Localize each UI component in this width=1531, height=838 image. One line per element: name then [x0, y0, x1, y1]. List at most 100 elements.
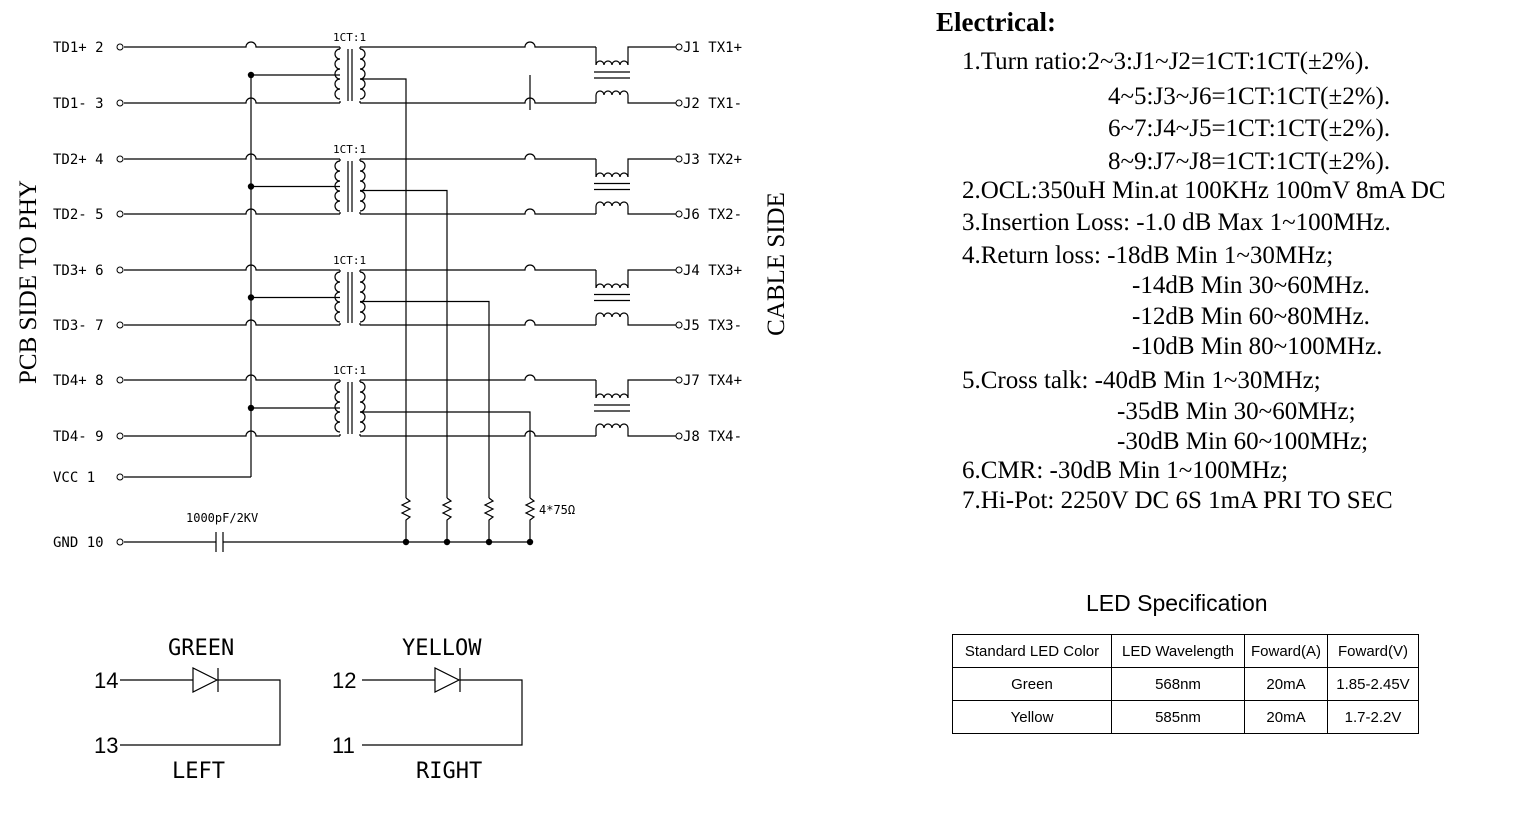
pin-terminal: [675, 266, 683, 274]
transformer-coil: [359, 271, 366, 323]
transformer-coil: [359, 48, 366, 100]
wire: [627, 269, 676, 288]
pin-label-left: VCC 1: [53, 470, 95, 486]
junction-dot: [247, 183, 255, 190]
table-cell: 1.85-2.45V: [1327, 667, 1419, 701]
choke-coil: [595, 312, 629, 318]
led-left-circuit: GREEN 14 13 LEFT: [94, 636, 281, 784]
electrical-spec-line: -30dB Min 60~100MHz;: [1117, 428, 1369, 455]
pin-label-right: J1 TX1+: [683, 40, 742, 56]
wire: [360, 411, 531, 498]
pin-terminal: [675, 43, 683, 51]
led-right-side: RIGHT: [416, 759, 482, 784]
diode-green-icon: [192, 667, 219, 693]
pin-label-right: J5 TX3-: [683, 318, 742, 334]
electrical-spec-line: 2.OCL:350uH Min.at 100KHz 100mV 8mA DC: [962, 177, 1446, 204]
choke-coil: [595, 393, 629, 399]
transformer-ratio-label: 1CT:1: [333, 364, 366, 377]
wire: [360, 300, 490, 498]
wire: [627, 428, 676, 437]
electrical-spec-line: -14dB Min 30~60MHz.: [1132, 272, 1370, 299]
electrical-specs: Electrical:: [936, 6, 1056, 38]
pin-terminal: [116, 376, 124, 384]
choke-coil: [595, 283, 629, 289]
pin-label-left: TD3+ 6: [53, 263, 104, 279]
electrical-spec-line: 3.Insertion Loss: -1.0 dB Max 1~100MHz.: [962, 209, 1391, 236]
wire: [124, 319, 340, 326]
transformer-ratio-label: 1CT:1: [333, 254, 366, 267]
junction-dot: [247, 404, 255, 412]
pin-terminal: [116, 99, 124, 107]
table-cell: Green: [952, 667, 1112, 701]
pin-label-left: TD2+ 4: [53, 152, 104, 168]
table-header-row: Standard LED Color LED Wavelength Foward…: [952, 634, 1419, 668]
pin-terminal: [116, 266, 124, 274]
choke-coil: [595, 90, 629, 96]
wire: [627, 317, 676, 326]
electrical-spec-line: 6.CMR: -30dB Min 1~100MHz;: [962, 457, 1289, 484]
pin-terminal: [675, 376, 683, 384]
led-right-color: YELLOW: [402, 636, 482, 661]
wire: [360, 208, 596, 215]
wire: [360, 189, 448, 498]
pin-terminal: [675, 432, 683, 440]
pin-label-left: TD1+ 2: [53, 40, 104, 56]
transformer-coil: [334, 381, 341, 433]
table-cell: 1.7-2.2V: [1327, 700, 1419, 734]
electrical-spec-line: 7.Hi-Pot: 2250V DC 6S 1mA PRI TO SEC: [962, 487, 1393, 514]
table-row: Green 568nm 20mA 1.85-2.45V: [952, 667, 1419, 701]
pin-label-left: TD1- 3: [53, 96, 104, 112]
capacitor-label: 1000pF/2KV: [186, 511, 258, 525]
pin-label-left: GND 10: [53, 535, 104, 551]
electrical-spec-line: 8~9:J7~J8=1CT:1CT(±2%).: [1108, 148, 1391, 175]
wire: [627, 95, 676, 104]
wire: [627, 46, 676, 65]
transformer-ratio-label: 1CT:1: [333, 143, 366, 156]
table-cell: 585nm: [1111, 700, 1245, 734]
pin-terminal: [116, 210, 124, 218]
table-cell: 20mA: [1244, 700, 1328, 734]
pin-terminal: [675, 155, 683, 163]
wire: [627, 206, 676, 215]
electrical-spec-line: 6~7:J4~J5=1CT:1CT(±2%).: [1108, 115, 1391, 142]
wire: [124, 264, 340, 271]
led-left-pin-top: 14: [94, 668, 118, 693]
led-spec-title: LED Specification: [1086, 590, 1268, 616]
pin-terminal: [116, 538, 124, 546]
wire: [124, 208, 340, 215]
pin-terminal: [675, 210, 683, 218]
pin-terminal: [116, 155, 124, 163]
led-right-pin-bottom: 11: [332, 733, 355, 758]
resistor-75-ohm: [483, 497, 495, 542]
junction-dot: [247, 294, 255, 301]
pin-label-right: J4 TX3+: [683, 263, 742, 279]
resistor-75-ohm: [524, 497, 536, 542]
pin-label-right: J2 TX1-: [683, 96, 742, 112]
resistor-label: 4*75Ω: [539, 503, 575, 517]
table-cell: 20mA: [1244, 667, 1328, 701]
wire: [360, 264, 596, 271]
led-left-pin-bottom: 13: [94, 733, 118, 758]
wire: [360, 97, 596, 104]
choke-coil: [595, 201, 629, 207]
pin-terminal: [116, 473, 124, 481]
transformer-coil: [359, 381, 366, 433]
electrical-spec-line: 4.Return loss: -18dB Min 1~30MHz;: [962, 242, 1334, 269]
cable-side-label: CABLE SIDE: [763, 192, 790, 336]
table-header-cell: LED Wavelength: [1111, 634, 1245, 668]
transformer-coil: [334, 48, 341, 100]
electrical-spec-line: -35dB Min 30~60MHz;: [1117, 398, 1356, 425]
wire: [124, 97, 340, 104]
table-cell: 568nm: [1111, 667, 1245, 701]
wire: [124, 153, 340, 160]
electrical-spec-line: -12dB Min 60~80MHz.: [1132, 303, 1370, 330]
led-right-circuit: YELLOW 12 11 RIGHT: [332, 636, 523, 784]
table-row: Yellow 585nm 20mA 1.7-2.2V: [952, 700, 1419, 734]
table-cell: Yellow: [952, 700, 1112, 734]
wire: [360, 319, 596, 326]
diode-yellow-icon: [434, 667, 461, 693]
wire: [360, 78, 407, 498]
wire: [360, 374, 596, 381]
wire: [360, 41, 596, 48]
resistor-75-ohm: [400, 497, 412, 542]
